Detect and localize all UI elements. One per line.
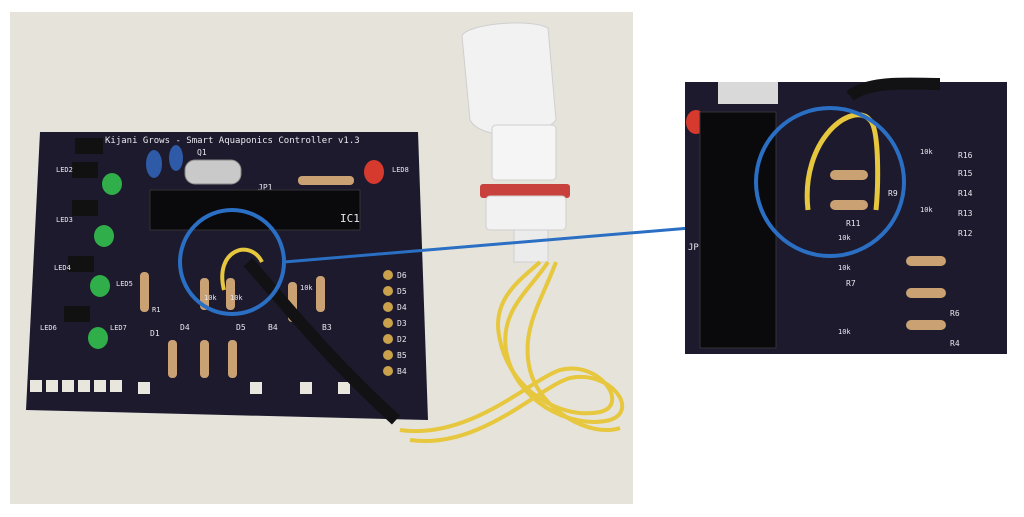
green-led [102, 173, 122, 195]
capacitor [169, 145, 183, 171]
label-d5: D5 [397, 287, 407, 296]
label-jp: JP [688, 243, 699, 253]
resistor-value-label: 10k [230, 294, 243, 302]
label-r6: R6 [950, 309, 960, 318]
rubber-gasket [480, 184, 570, 198]
label-d5-lower: D5 [236, 323, 246, 332]
led-column: LED2 LED3 LED4 LED5 LED6 LED7 [40, 162, 133, 349]
crystal-oscillator [184, 159, 242, 185]
label-led8: LED8 [392, 166, 409, 174]
label-b4: B4 [397, 367, 407, 376]
label-d4: D4 [397, 303, 407, 312]
green-led [94, 225, 114, 247]
label-b5: B5 [397, 351, 407, 360]
callout-arrow-line [283, 222, 739, 264]
zoom-callout-circle [754, 106, 906, 258]
capacitor [146, 150, 162, 178]
main-pcb: Kijani Grows - Smart Aquaponics Controll… [26, 132, 428, 425]
float-switch [461, 22, 570, 263]
resistor [298, 176, 354, 185]
label-ic1: IC1 [340, 212, 360, 225]
label-led3: LED3 [56, 216, 73, 224]
green-led [90, 275, 110, 297]
label-d3: D3 [397, 319, 407, 328]
label-led7: LED7 [110, 324, 127, 332]
board-title-text: Kijani Grows - Smart Aquaponics Controll… [105, 136, 360, 146]
resistor-value-label: 10k [920, 148, 933, 156]
label-b3: B3 [322, 323, 332, 332]
label-d6: D6 [397, 271, 407, 280]
label-r16: R16 [958, 151, 973, 160]
label-d1: D1 [150, 329, 160, 338]
resistor-value-label: 10k [920, 206, 933, 214]
resistor-value-label: 10k [300, 284, 313, 292]
label-led5: LED5 [116, 280, 133, 288]
label-led2: LED2 [56, 166, 73, 174]
wire-sheath [243, 258, 401, 425]
yellow-wire [220, 247, 264, 291]
yellow-wire-coil [399, 260, 625, 444]
label-r11: R11 [846, 219, 861, 228]
label-jp1: JP1 [258, 183, 273, 192]
label-r14: R14 [958, 189, 973, 198]
label-r15: R15 [958, 169, 973, 178]
label-r12: R12 [958, 229, 973, 238]
label-r7: R7 [846, 279, 856, 288]
pin-header-right: D6 D5 D4 D3 D2 B5 B4 [383, 270, 407, 376]
green-led [88, 327, 108, 349]
label-led6: LED6 [40, 324, 57, 332]
red-led [364, 160, 384, 184]
label-r13: R13 [958, 209, 973, 218]
label-led4: LED4 [54, 264, 71, 272]
wire-sheath [846, 77, 941, 102]
label-b4-lower: B4 [268, 323, 278, 332]
ic-chip [149, 189, 361, 231]
label-r4: R4 [950, 339, 960, 348]
resistor-value-label: 10k [838, 328, 851, 336]
label-r1: R1 [152, 306, 160, 314]
bottom-connectors [30, 380, 350, 394]
label-q1: Q1 [197, 148, 207, 157]
label-r9: R9 [888, 189, 898, 198]
resistor-value-label: 10k [838, 264, 851, 272]
label-d4-lower: D4 [180, 323, 190, 332]
resistor-value-label: 10k [838, 234, 851, 242]
resistor-value-label: 10k [204, 294, 217, 302]
label-d2: D2 [397, 335, 407, 344]
zoom-inset: R16 R15 R14 R13 R12 R11 R9 R7 R6 R4 JP 1… [685, 77, 1007, 354]
